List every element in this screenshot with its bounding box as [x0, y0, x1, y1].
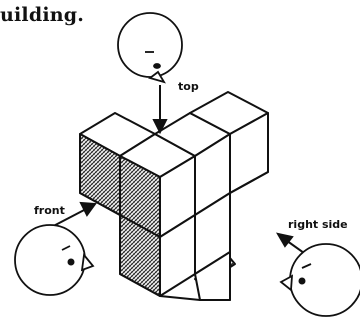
right-arrow-head	[278, 234, 292, 246]
viewer-top-icon	[118, 13, 182, 82]
viewer-front-icon	[15, 225, 93, 295]
label-front: front	[34, 204, 65, 217]
label-right-side: right side	[288, 218, 348, 231]
cube-structure	[80, 92, 268, 300]
viewer-right-icon	[281, 244, 360, 316]
heading-text: uilding.	[0, 4, 84, 26]
label-top: top	[178, 80, 199, 93]
front-arrow-head	[81, 203, 95, 215]
